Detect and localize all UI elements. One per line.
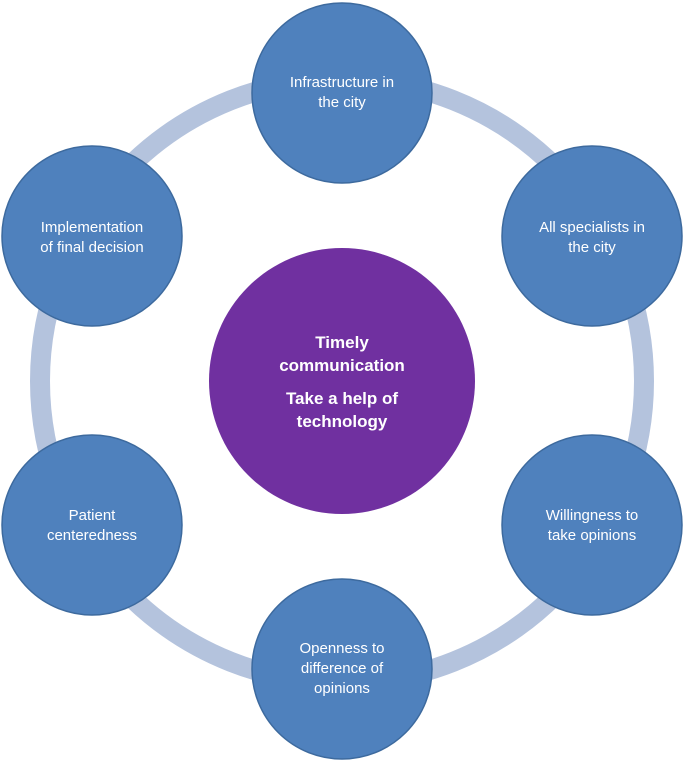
node-infrastructure-line-2: the city	[318, 94, 366, 111]
node-patient: Patient centeredness	[1, 434, 183, 616]
center-label-line-3: Take a help of	[286, 389, 398, 408]
center-node: Timely communication Take a help of tech…	[209, 248, 475, 514]
center-label-line-1: Timely	[315, 333, 369, 352]
node-patient-line-1: Patient	[69, 507, 117, 524]
node-implementation-line-1: Implementation	[41, 219, 144, 236]
node-specialists: All specialists in the city	[501, 145, 683, 327]
node-patient-line-2: centeredness	[47, 527, 137, 544]
node-infrastructure-line-1: Infrastructure in	[290, 74, 394, 91]
node-openness-line-1: Openness to	[299, 640, 384, 657]
node-openness-line-3: opinions	[314, 680, 370, 697]
node-infrastructure: Infrastructure in the city	[251, 2, 433, 184]
node-willingness: Willingness to take opinions	[501, 434, 683, 616]
node-openness: Openness to difference of opinions	[251, 578, 433, 760]
node-willingness-line-1: Willingness to	[546, 507, 639, 524]
node-specialists-line-1: All specialists in	[539, 219, 645, 236]
node-openness-line-2: difference of	[301, 660, 384, 677]
node-implementation: Implementation of final decision	[1, 145, 183, 327]
node-implementation-line-2: of final decision	[40, 239, 143, 256]
node-willingness-line-2: take opinions	[548, 527, 636, 544]
center-label-line-4: technology	[297, 412, 388, 431]
center-label-line-2: communication	[279, 356, 405, 375]
node-specialists-line-2: the city	[568, 239, 616, 256]
